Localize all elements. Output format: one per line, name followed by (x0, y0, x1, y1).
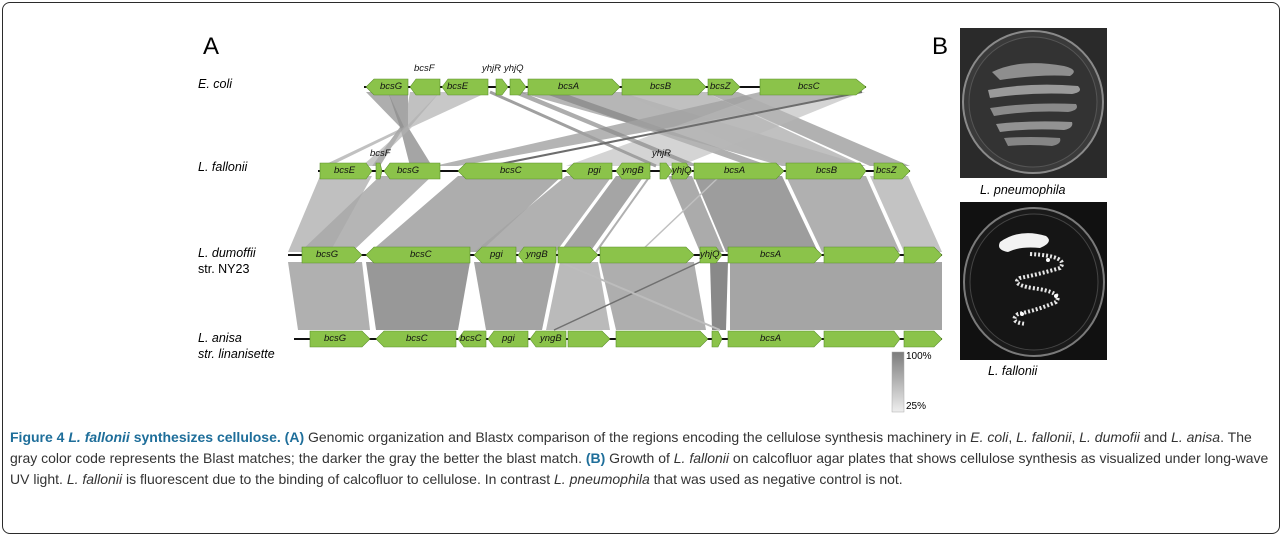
gene-label: bcsA (760, 333, 782, 344)
dumoffii-track (288, 246, 943, 264)
caption-text: , (1008, 429, 1017, 445)
gene-label: bcsC (410, 249, 432, 260)
gene-label: bcsC (460, 333, 482, 344)
gene-label: bcsF (414, 63, 435, 74)
gene-label: yhjR (652, 148, 672, 159)
caption-text: Genomic organization and Blastx comparis… (304, 429, 971, 445)
gene-label: bcsA (760, 249, 782, 260)
organism-fallonii-label: L. fallonii (198, 160, 248, 174)
caption-species: L. dumofii (1079, 429, 1140, 445)
caption-species: L. fallonii (673, 450, 730, 466)
caption-fig-num: Figure 4 (10, 429, 65, 445)
caption-title-species: L. fallonii (68, 429, 130, 445)
fallonii-track (318, 162, 911, 180)
figure-caption: Figure 4 L. fallonii synthesizes cellulo… (10, 427, 1270, 490)
genome-comparison-graphic (288, 78, 943, 413)
gene-label: bcsG (397, 165, 420, 176)
organism-anisa-label: L. anisa (198, 331, 242, 345)
ecoli-track (364, 78, 867, 96)
gene-label: bcsB (816, 165, 838, 176)
caption-species: L. pneumophila (554, 471, 650, 487)
gene-label: yhjQ (504, 63, 524, 74)
gene-label: pgi (490, 249, 503, 260)
caption-species: L. fallonii (66, 471, 123, 487)
gene-label: yhjQ (700, 249, 720, 260)
organism-anisa-strain: str. linanisette (198, 347, 275, 361)
gene-label: bcsF (370, 148, 391, 159)
gene-label: pgi (502, 333, 515, 344)
gene-label: yngB (526, 249, 548, 260)
organism-ecoli-label: E. coli (198, 77, 233, 91)
legend-min-label: 25% (906, 401, 927, 412)
caption-text: on calcofluor agar plates that shows cel… (10, 450, 1269, 487)
gene-label: bcsA (558, 81, 580, 92)
gene-label: pgi (588, 165, 601, 176)
gene-label: yngB (540, 333, 562, 344)
gene-label: bcsE (447, 81, 469, 92)
gene-label: yngB (622, 165, 644, 176)
caption-text: Growth of (605, 450, 674, 466)
plate-photo-pneumophila (960, 28, 1107, 178)
gene-label: yhjR (482, 63, 502, 74)
blast-matches-dumoffii-anisa (288, 261, 942, 331)
caption-text: . The gray color code represents the Bla… (10, 429, 1252, 466)
photo-caption-fallonii: L. fallonii (988, 364, 1038, 378)
caption-part-a: (A) (284, 429, 305, 445)
gene-label: yhjQ (672, 165, 692, 176)
gene-label: bcsB (650, 81, 672, 92)
caption-text: is fluorescent due to the binding of cal… (122, 471, 554, 487)
gene-label: bcsA (724, 165, 746, 176)
caption-species: E. coli (970, 429, 1009, 445)
organism-dumoffii-label: L. dumoffii (198, 246, 256, 260)
anisa-track (294, 330, 943, 348)
identity-legend-bar (891, 351, 905, 413)
caption-text: , (1071, 429, 1080, 445)
blast-matches-ecoli-fallonii (322, 90, 910, 168)
gene-label: bcsZ (876, 165, 897, 176)
gene-label: bcsE (334, 165, 356, 176)
gene-label: bcsZ (710, 81, 731, 92)
gene-label: bcsC (500, 165, 522, 176)
gene-label: bcsC (798, 81, 820, 92)
plate-photo-fallonii (960, 202, 1107, 360)
gene-label: bcsG (324, 333, 347, 344)
panel-b-label: B (932, 33, 949, 60)
gene-label: bcsG (316, 249, 339, 260)
panel-a-label: A (203, 33, 220, 60)
photo-caption-pneumophila: L. pneumophila (980, 183, 1066, 197)
caption-text: and (1139, 429, 1172, 445)
caption-text: that was used as negative control is not… (649, 471, 903, 487)
gene-label: bcsG (380, 81, 403, 92)
legend-max-label: 100% (906, 351, 932, 362)
caption-species: L. fallonii (1016, 429, 1072, 445)
blast-matches-fallonii-dumoffii (288, 175, 942, 253)
caption-part-b: (B) (585, 450, 606, 466)
caption-title-rest: synthesizes cellulose. (133, 429, 281, 445)
organism-dumoffii-strain: str. NY23 (198, 262, 250, 276)
caption-species: L. anisa (1171, 429, 1221, 445)
gene-label: bcsC (406, 333, 428, 344)
